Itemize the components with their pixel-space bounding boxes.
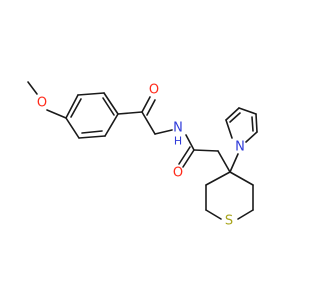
bond-thiane-6 [229, 171, 254, 186]
bond-aryl-carbonyl [117, 111, 143, 115]
bond-pyrrole-2-double [229, 112, 241, 123]
bond-thiane-1 [205, 171, 231, 186]
bond-ch2-n [154, 129, 173, 135]
bond-benzene-3-double [102, 97, 115, 116]
bond-pyrrole-3 [238, 107, 257, 115]
bond-benzene-1-double [70, 98, 82, 118]
atoms: O O N H O N S [37, 83, 245, 229]
molecule-structure: O O N H O N S [27, 81, 258, 229]
bond-thiane-4 [237, 209, 254, 220]
bond-benzene-5 [78, 135, 106, 139]
bond-quaternary-pyrrole-n [229, 153, 239, 173]
atom-n-pyrrole: N [235, 140, 245, 155]
bond-o-aryl [46, 109, 67, 119]
bond-ch2-quaternary [217, 150, 231, 173]
atom-o-methoxy: O [37, 96, 47, 111]
bond-thiane-3 [205, 209, 222, 220]
bond-pyrrole-1 [225, 119, 233, 139]
bond-amide-ch2 [193, 149, 219, 152]
atom-o-ketone: O [149, 83, 159, 98]
bond-ketone-co-double [146, 99, 156, 116]
bond-benzene-2 [77, 92, 105, 96]
bond-ketone-co [141, 96, 151, 113]
bond-pyrrole-4 [255, 113, 258, 133]
bond-n-amide-c [185, 134, 195, 151]
atom-n-amide: N [173, 121, 183, 136]
bond-benzene-5-double [81, 130, 103, 134]
atom-s-ring: S [225, 214, 233, 229]
bond-carbonyl-ch2 [141, 111, 156, 135]
bond-pyrrole-5 [245, 131, 258, 143]
bond-benzene-4 [104, 113, 119, 137]
bond-amide-co-double [178, 146, 191, 165]
bond-benzene-6 [65, 117, 80, 139]
bond-pyrrole-2 [225, 107, 240, 121]
bond-benzene-1 [65, 94, 79, 119]
bond-benzene-3 [103, 92, 119, 115]
bonds [27, 81, 258, 220]
bond-methyl-o [27, 81, 38, 95]
bond-amide-co [182, 149, 195, 168]
atom-o-amide: O [173, 166, 183, 181]
atom-h-amide: H [174, 135, 182, 148]
bond-pyrrole-4-double [251, 116, 254, 132]
